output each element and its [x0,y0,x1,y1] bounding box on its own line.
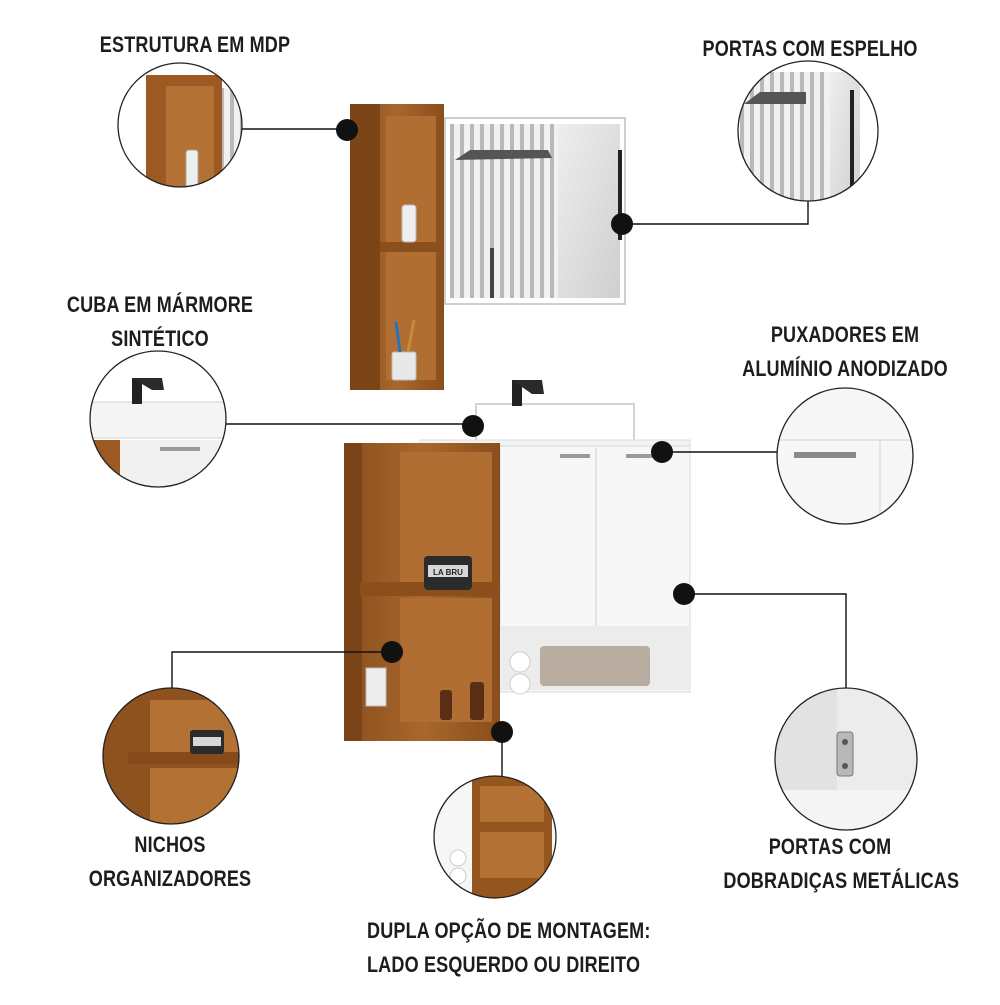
label-montagem-line-2: LADO ESQUERDO OU DIREITO [367,952,641,977]
jar-label: LA BRU [433,568,463,577]
detail-circle-espelho [737,60,879,202]
detail-circle-nichos [102,687,240,825]
detail-circle-dobradicas [774,687,918,831]
label-cuba: CUBA EM MÁRMORE SINTÉTICO [62,288,259,356]
label-puxadores-line-2: ALUMÍNIO ANODIZADO [742,356,948,381]
base-cabinet [419,439,691,695]
label-montagem: DUPLA OPÇÃO DE MONTAGEM: LADO ESQUERDO O… [367,914,651,982]
sink-basin [475,380,635,443]
label-nichos-line-2: ORGANIZADORES [88,866,252,891]
label-puxadores-line-1: PUXADORES EM [770,322,920,347]
wall-wood-column [350,104,444,390]
label-nichos-line-1: NICHOS [134,832,206,857]
wall-mirror-cabinet [444,117,626,305]
label-nichos: NICHOS ORGANIZADORES [72,828,269,896]
label-dobradicas: PORTAS COM DOBRADIÇAS METÁLICAS [723,830,960,898]
label-montagem-line-1: DUPLA OPÇÃO DE MONTAGEM: [367,918,651,943]
side-wood-niches: LA BRU [344,443,500,741]
label-dobradicas-line-1: PORTAS COM [768,834,892,859]
label-estrutura-line: ESTRUTURA EM MDP [99,32,291,57]
callout-dots [336,119,695,743]
label-dobradicas-line-2: DOBRADIÇAS METÁLICAS [723,868,960,893]
detail-circle-cuba [89,350,227,488]
label-estrutura: ESTRUTURA EM MDP [99,28,291,62]
detail-circle-estrutura [117,62,243,188]
leader-lines [171,128,847,776]
detail-circle-montagem [433,775,557,899]
label-portas-espelho: PORTAS COM ESPELHO [702,32,918,66]
label-cuba-line-1: CUBA EM MÁRMORE [66,292,254,317]
label-puxadores: PUXADORES EM ALUMÍNIO ANODIZADO [738,318,951,386]
label-portas-espelho-line: PORTAS COM ESPELHO [702,36,918,61]
detail-circle-puxadores [776,387,914,525]
label-cuba-line-2: SINTÉTICO [111,326,209,351]
